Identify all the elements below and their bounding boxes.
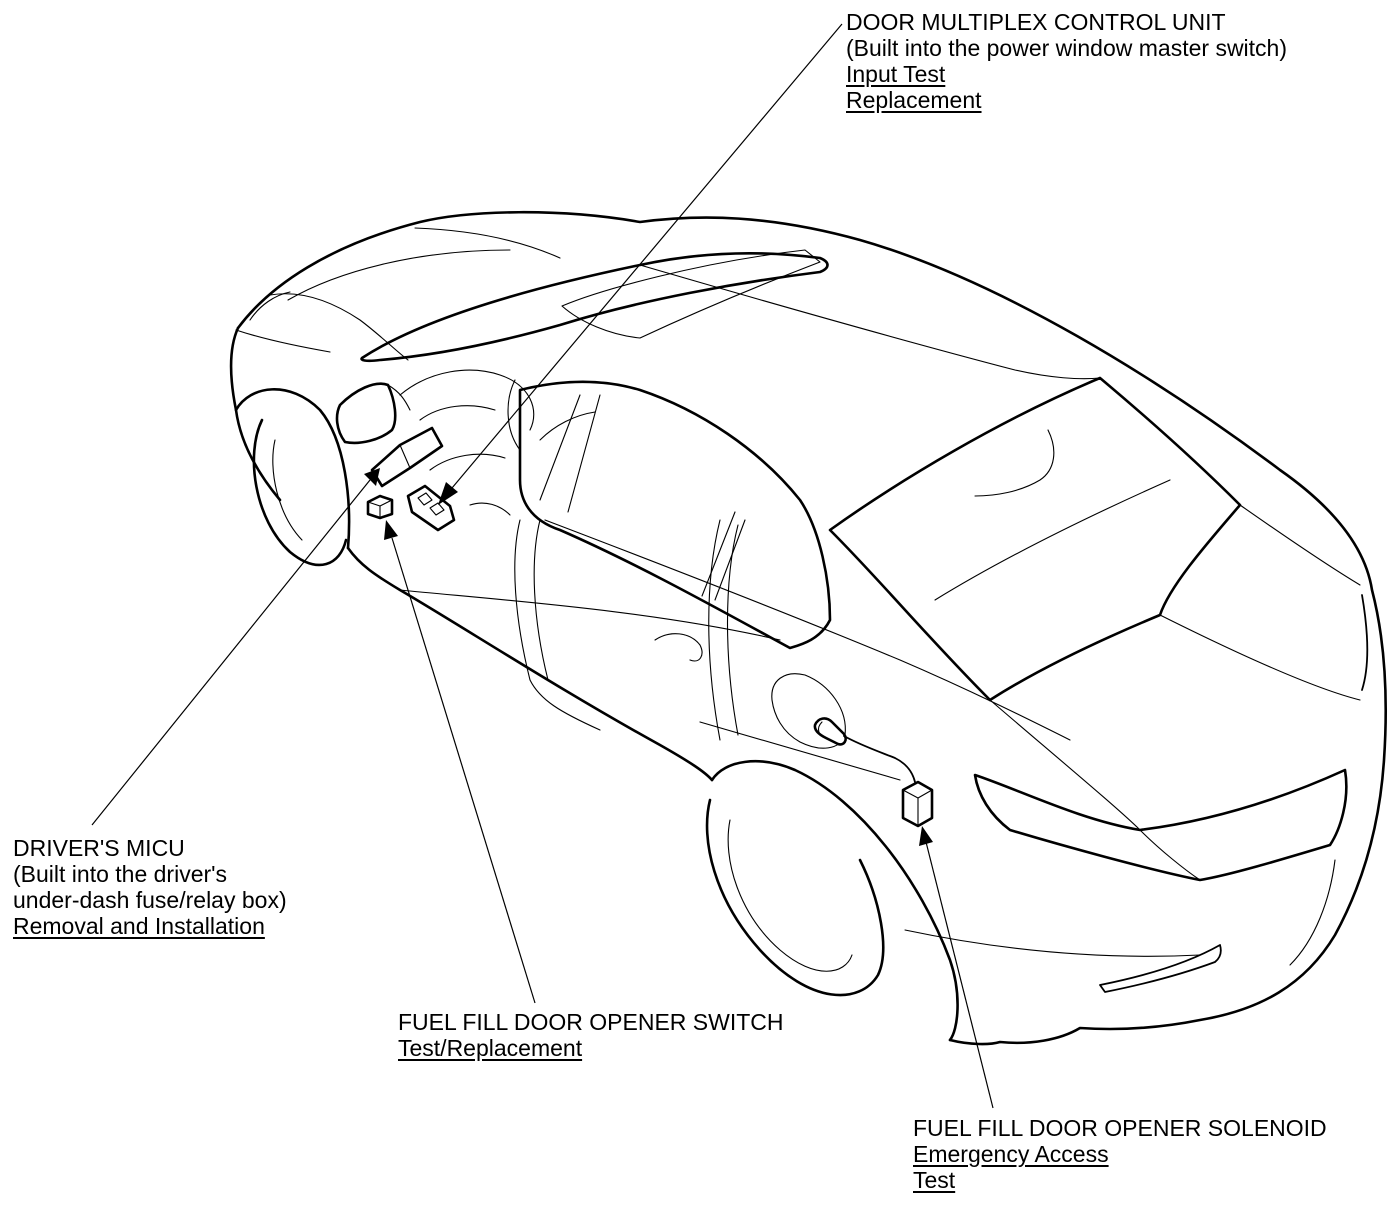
fuel-fill-door-opener-solenoid-label: FUEL FILL DOOR OPENER SOLENOID Emergency… — [913, 1115, 1327, 1193]
test-replacement-link[interactable]: Test/Replacement — [398, 1035, 583, 1061]
arrowhead-door-mcu — [438, 482, 458, 505]
opener-switch-icon — [366, 494, 394, 520]
input-test-link[interactable]: Input Test — [846, 61, 946, 87]
replacement-link[interactable]: Replacement — [846, 87, 982, 113]
car-outline — [229, 210, 1387, 1046]
leader-lines — [91, 23, 994, 1109]
solenoid-icon — [813, 717, 934, 828]
switch-title: FUEL FILL DOOR OPENER SWITCH — [398, 1009, 784, 1035]
fuse-box-icon — [370, 426, 444, 488]
arrowhead-solenoid — [919, 826, 933, 846]
test-link[interactable]: Test — [913, 1167, 956, 1193]
micu-note-line-1: (Built into the driver's — [13, 861, 228, 887]
fuel-fill-door-opener-switch-label: FUEL FILL DOOR OPENER SWITCH Test/Replac… — [398, 1009, 784, 1061]
window-master-switch-icon — [406, 484, 456, 532]
door-mcu-title: DOOR MULTIPLEX CONTROL UNIT — [846, 9, 1226, 35]
arrowhead-switch — [384, 520, 398, 540]
arrowhead-micu — [364, 468, 380, 486]
emergency-access-link[interactable]: Emergency Access — [913, 1141, 1109, 1167]
solenoid-title: FUEL FILL DOOR OPENER SOLENOID — [913, 1115, 1327, 1141]
drivers-micu-label: DRIVER'S MICU (Built into the driver's u… — [13, 835, 287, 939]
removal-installation-link[interactable]: Removal and Installation — [13, 913, 265, 939]
micu-title: DRIVER'S MICU — [13, 835, 185, 861]
door-multiplex-control-unit-label: DOOR MULTIPLEX CONTROL UNIT (Built into … — [846, 9, 1287, 113]
micu-note-line-2: under-dash fuse/relay box) — [13, 887, 287, 913]
door-mcu-note: (Built into the power window master swit… — [846, 35, 1287, 61]
